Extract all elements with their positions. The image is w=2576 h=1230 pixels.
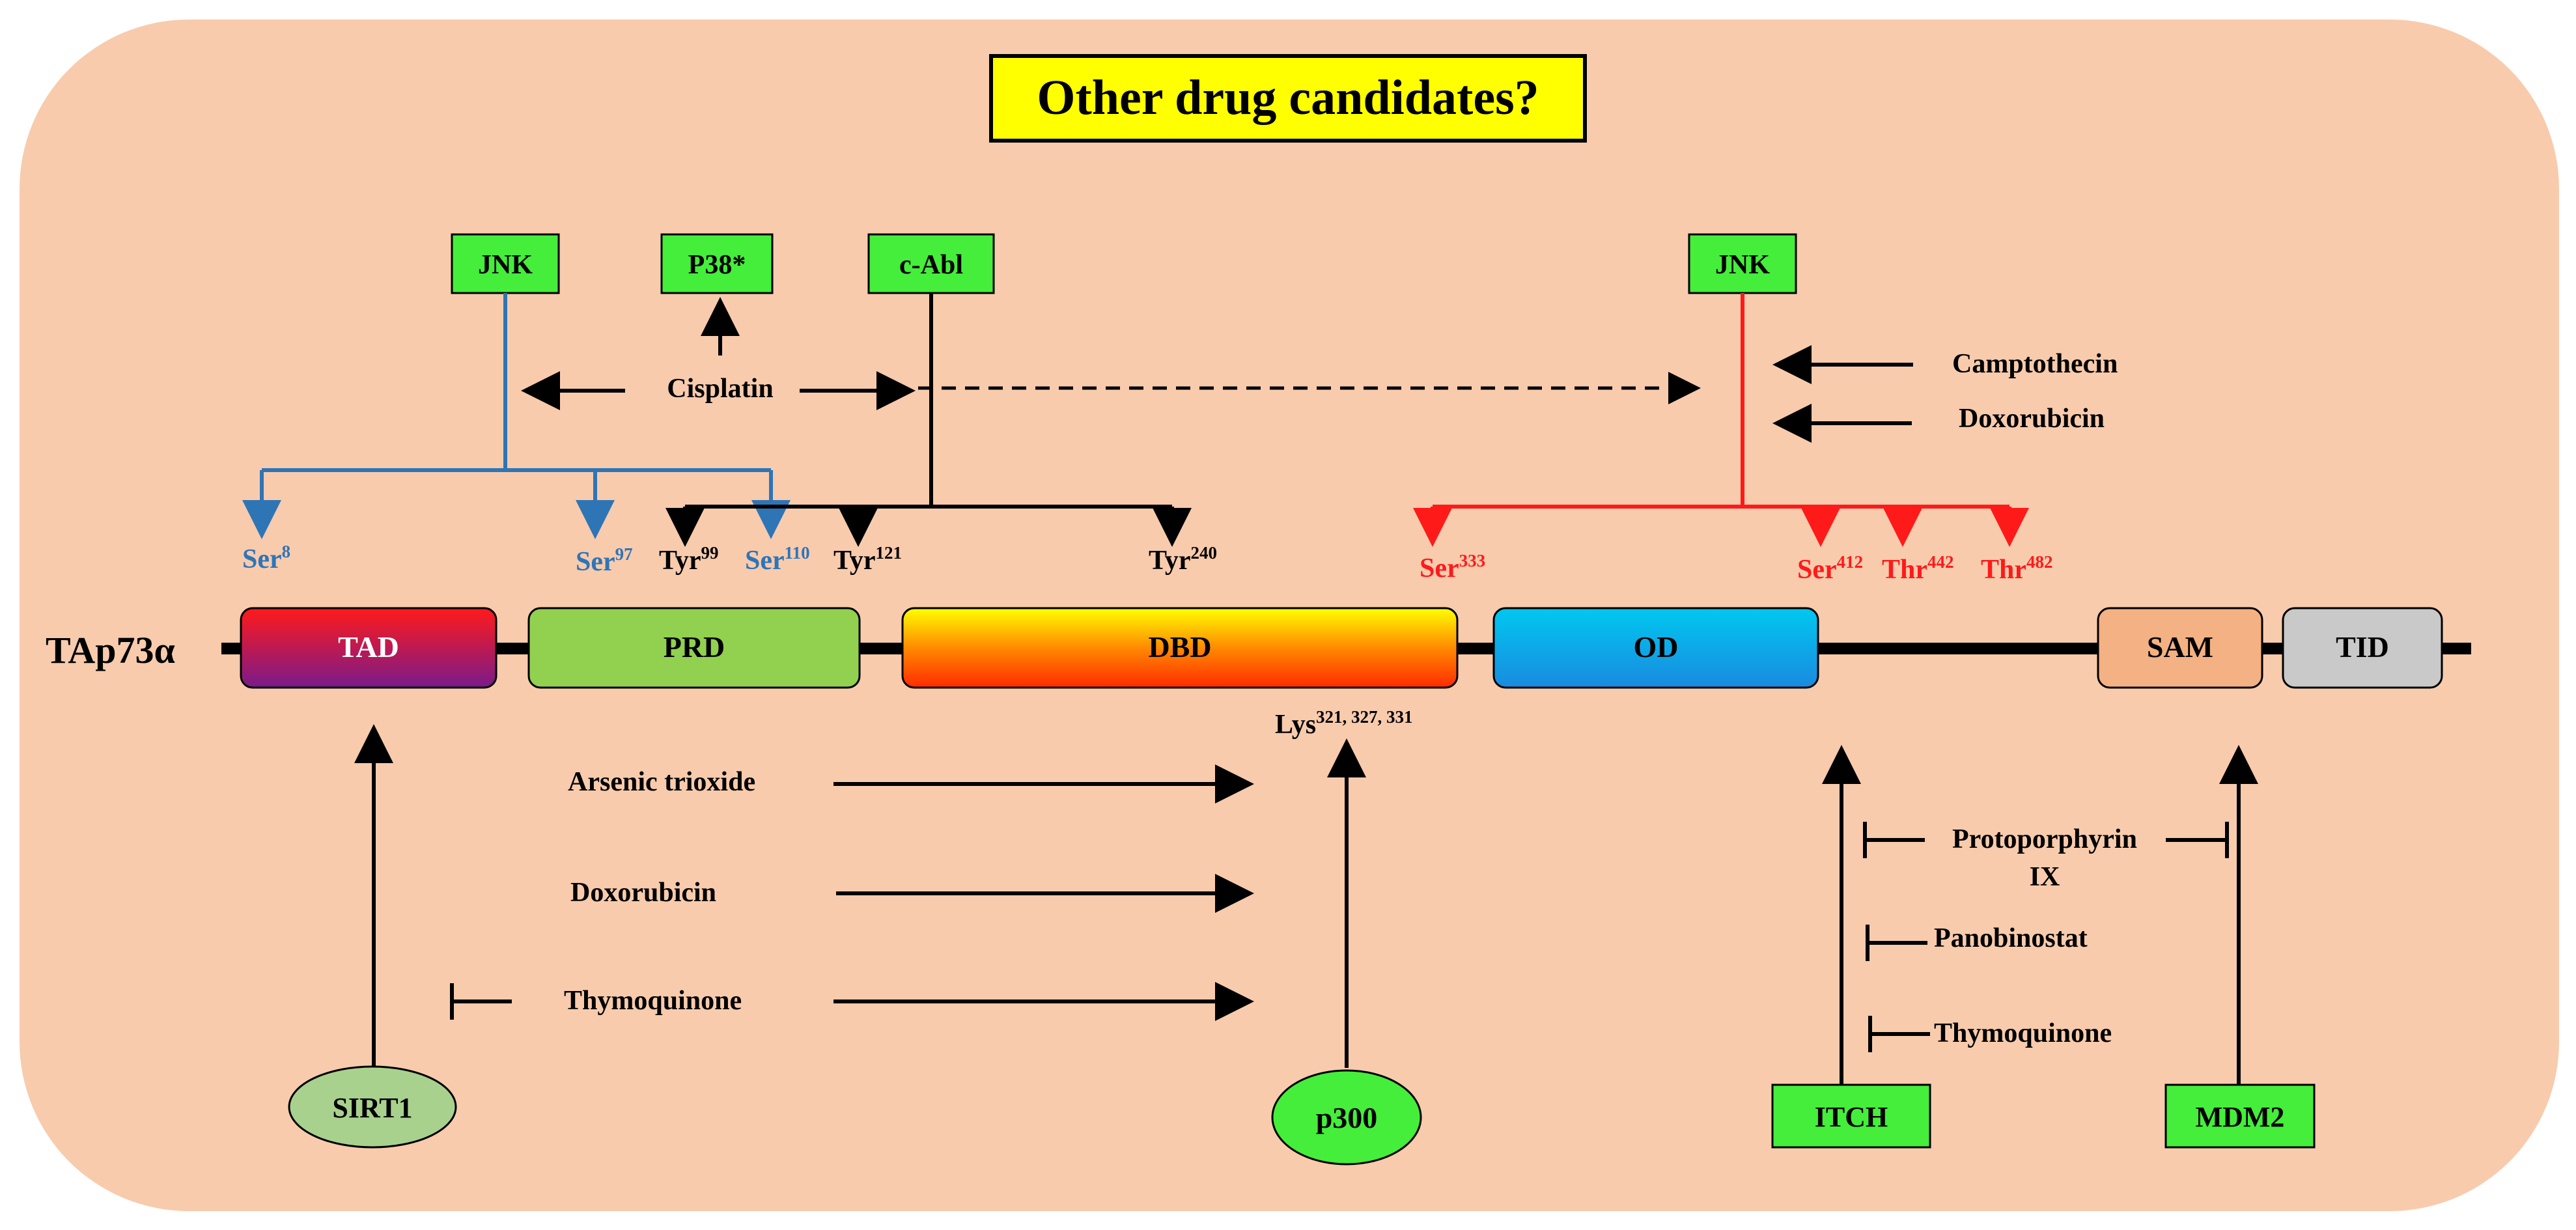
page-title: Other drug candidates? xyxy=(1037,70,1539,125)
protoporphyrin-itch-inhibition xyxy=(1863,822,1925,858)
protoporphyrin-mdm2-inhibition xyxy=(2166,822,2229,858)
svg-text:ITCH: ITCH xyxy=(1815,1101,1888,1133)
drug-arsenic-trioxide: Arsenic trioxide xyxy=(568,767,755,797)
site-tyr240: Tyr240 xyxy=(1149,543,1217,576)
domain-tad: TAD xyxy=(240,607,497,689)
cabl-phospho-tree xyxy=(665,293,1192,547)
drug-cisplatin: Cisplatin xyxy=(667,374,773,404)
domain-tid: TID xyxy=(2282,607,2443,689)
site-ser110: Ser110 xyxy=(745,543,810,576)
svg-text:PRD: PRD xyxy=(664,630,725,664)
drug-doxorubicin-mid: Doxorubicin xyxy=(570,878,716,908)
drug-camptothecin: Camptothecin xyxy=(1952,349,2118,379)
title-box: Other drug candidates? xyxy=(989,54,1587,143)
thymoquinone-sirt1-inhibition xyxy=(450,983,512,1020)
site-ser412: Ser412 xyxy=(1797,552,1863,585)
drug-protoporphyrin: Protoporphyrin xyxy=(1952,824,2137,854)
svg-text:MDM2: MDM2 xyxy=(2196,1101,2285,1133)
svg-text:TAD: TAD xyxy=(338,630,399,664)
svg-text:DBD: DBD xyxy=(1148,630,1211,664)
site-thr442: Thr442 xyxy=(1882,552,1954,585)
drug-panobinostat: Panobinostat xyxy=(1934,923,2088,953)
site-tyr99: Tyr99 xyxy=(659,543,719,576)
domain-dbd: DBD xyxy=(901,607,1459,689)
site-tyr121: Tyr121 xyxy=(833,543,902,576)
enzyme-p300: p300 xyxy=(1271,1069,1422,1166)
kinase-jnk-right: JNK xyxy=(1688,233,1797,294)
svg-text:p300: p300 xyxy=(1316,1101,1378,1134)
site-lys: Lys321, 327, 331 xyxy=(1275,707,1413,740)
jnk-left-phospho-tree xyxy=(242,293,791,539)
drug-thymoquinone-right: Thymoquinone xyxy=(1934,1018,2112,1048)
enzyme-sirt1: SIRT1 xyxy=(288,1065,457,1149)
svg-text:TID: TID xyxy=(2336,630,2389,664)
kinase-jnk-left: JNK xyxy=(451,233,560,294)
svg-text:JNK: JNK xyxy=(478,250,533,280)
svg-text:P38*: P38* xyxy=(688,250,746,280)
enzyme-mdm2: MDM2 xyxy=(2164,1083,2316,1149)
svg-text:OD: OD xyxy=(1634,630,1679,664)
kinase-p38: P38* xyxy=(660,233,774,294)
svg-text:c-Abl: c-Abl xyxy=(899,250,963,280)
site-ser333: Ser333 xyxy=(1420,551,1485,583)
drug-thymoquinone-mid: Thymoquinone xyxy=(564,986,742,1016)
domain-prd: PRD xyxy=(527,607,861,689)
thymoquinone-itch-inhibition xyxy=(1868,1016,1930,1052)
panobinostat-itch-inhibition xyxy=(1866,925,1927,961)
svg-text:SAM: SAM xyxy=(2147,630,2213,664)
site-ser97: Ser97 xyxy=(576,544,633,577)
site-ser8: Ser8 xyxy=(242,542,290,574)
jnk-right-phospho-tree xyxy=(1413,293,2029,547)
svg-text:SIRT1: SIRT1 xyxy=(332,1092,412,1124)
svg-text:JNK: JNK xyxy=(1715,250,1770,280)
site-thr482: Thr482 xyxy=(1981,552,2053,585)
domain-sam: SAM xyxy=(2097,607,2263,689)
kinase-cabl: c-Abl xyxy=(867,233,995,294)
domain-od: OD xyxy=(1492,607,1819,689)
drug-protoporphyrin-ix: IX xyxy=(2030,862,2060,892)
drug-doxorubicin-top: Doxorubicin xyxy=(1959,404,2105,434)
enzyme-itch: ITCH xyxy=(1771,1083,1931,1149)
protein-label: TAp73α xyxy=(46,629,175,671)
